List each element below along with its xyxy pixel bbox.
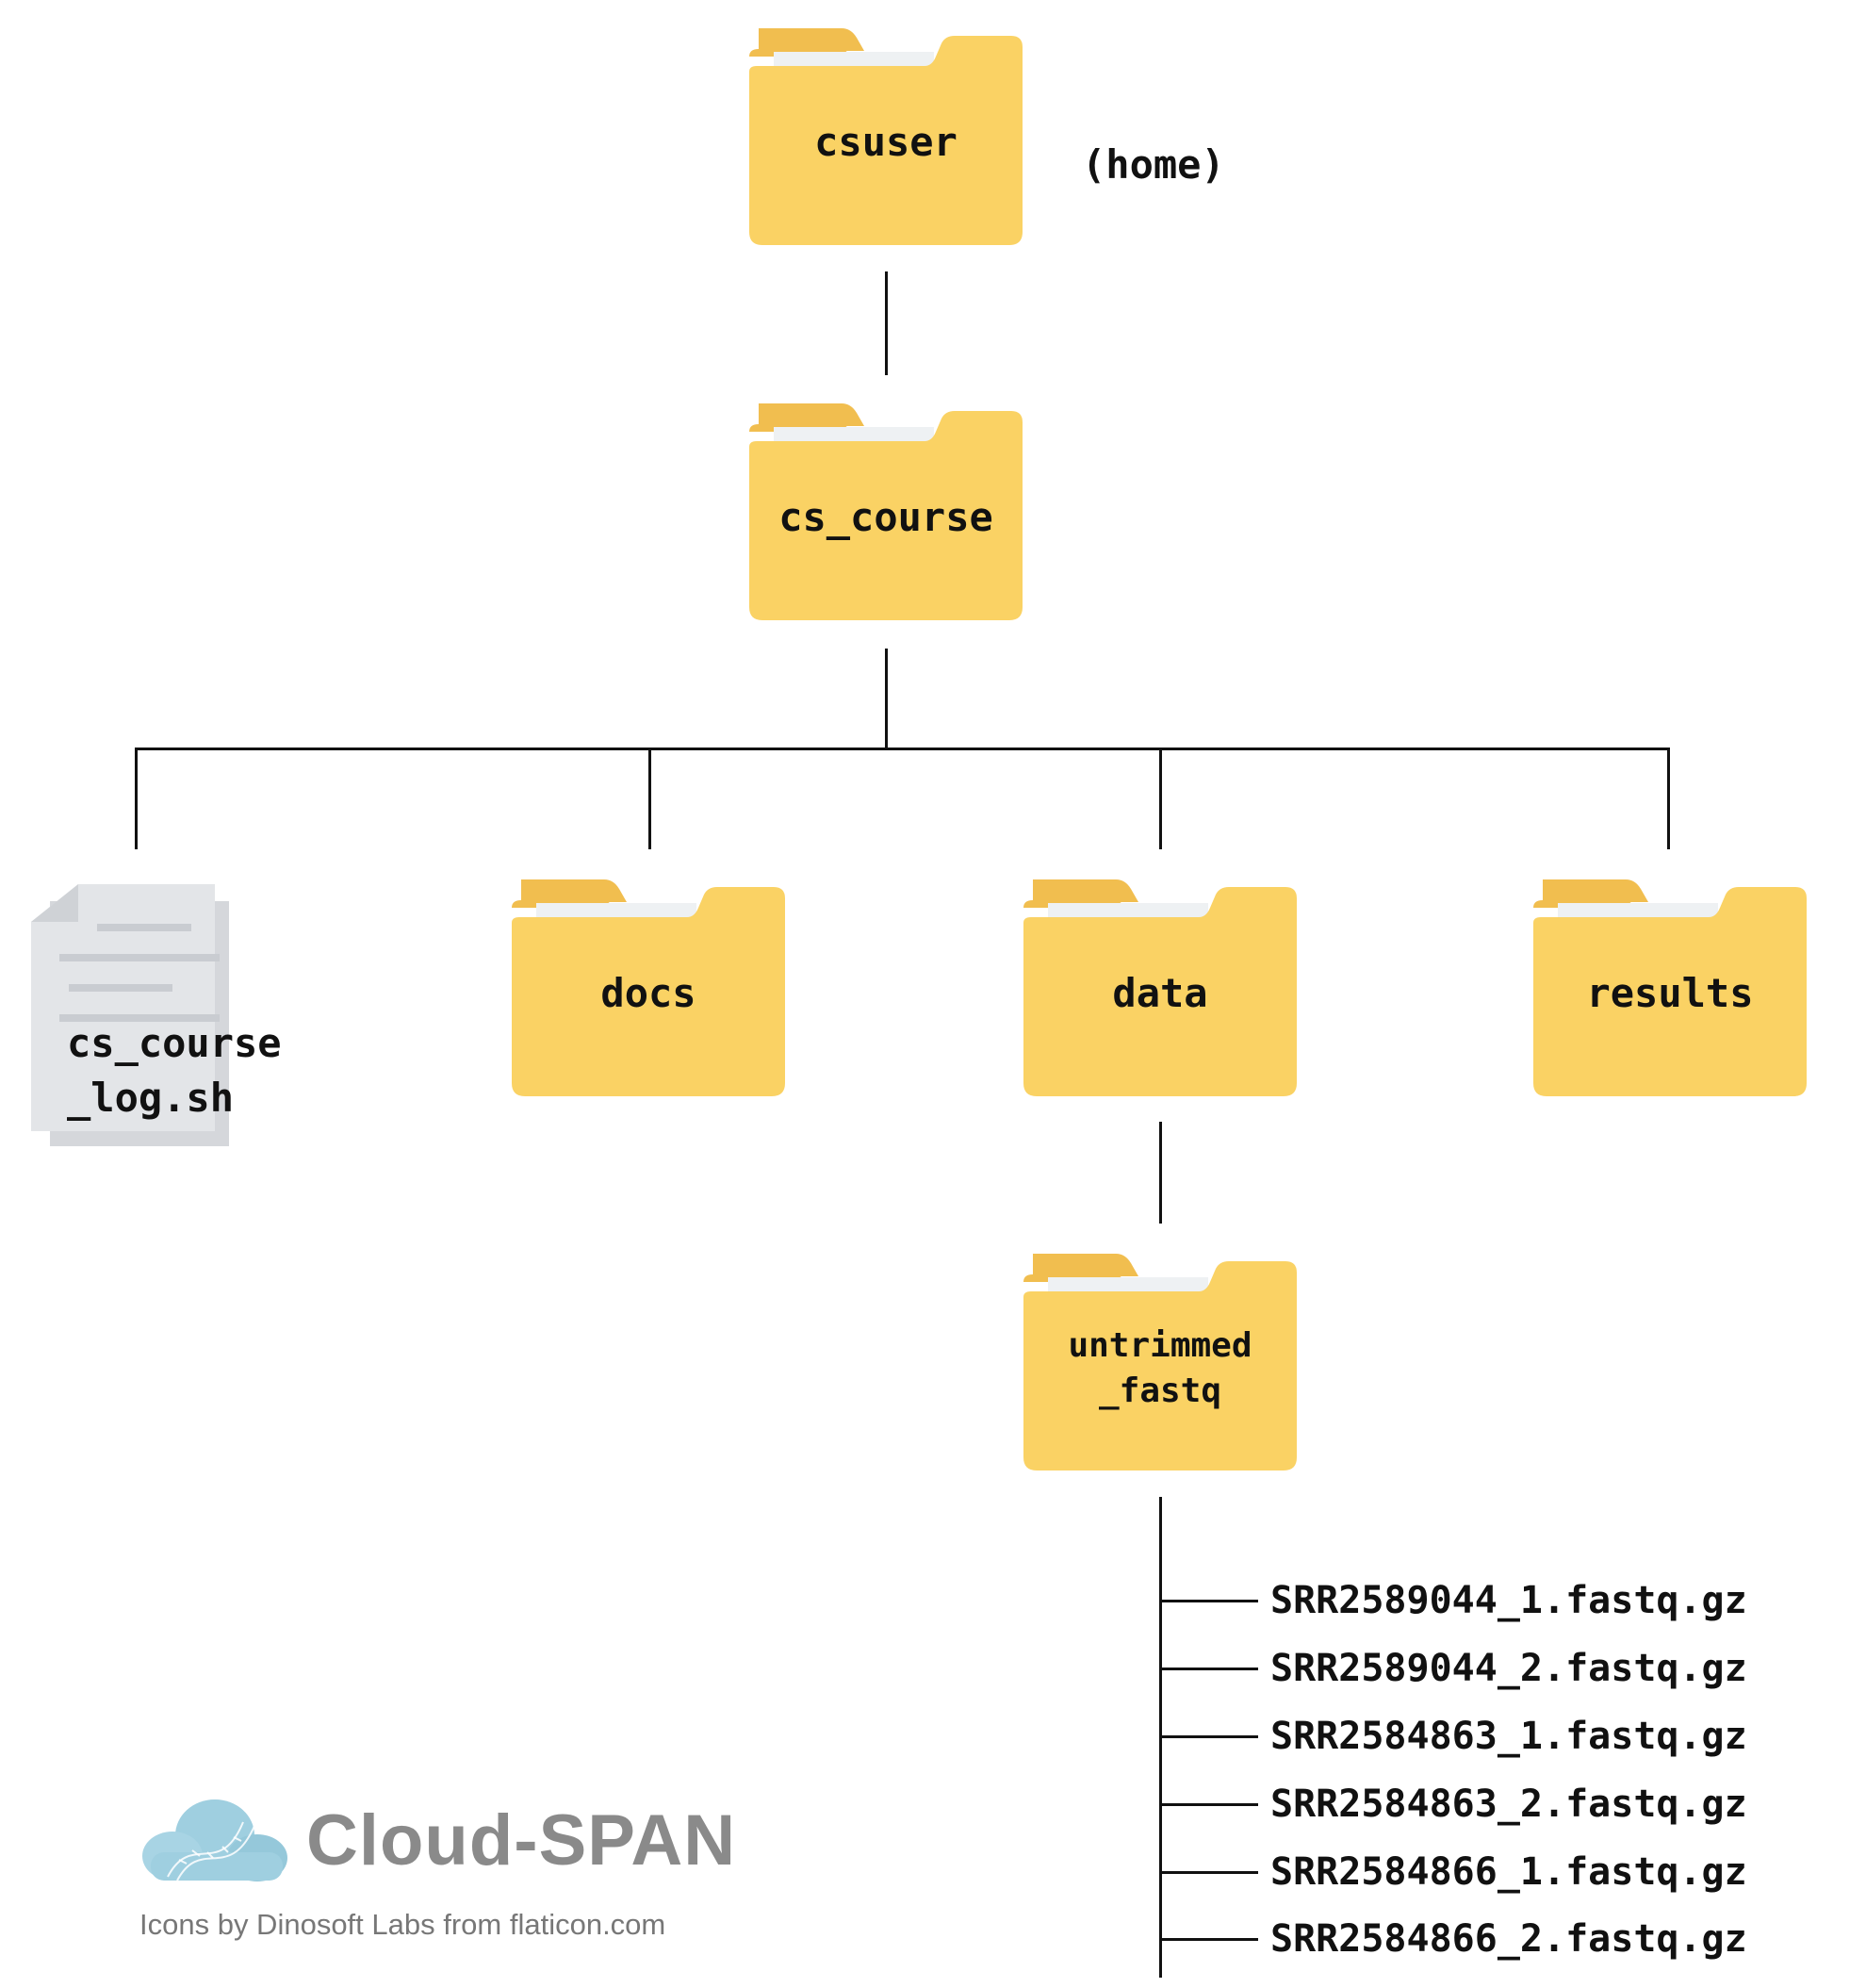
home-note: (home) [1082, 141, 1225, 188]
folder-label-cs-course: cs_course [778, 494, 993, 540]
folder-label-docs: docs [600, 970, 696, 1016]
connector-docs-branch [648, 748, 651, 849]
fastq-file-2[interactable]: SRR2589044_2.fastq.gz [1270, 1647, 1747, 1690]
document-icon [31, 884, 229, 1146]
folder-label-untrimmed-fastq: untrimmed _fastq [1023, 1323, 1297, 1414]
folder-data[interactable]: data [1023, 879, 1297, 1096]
file-cs-course-log[interactable]: cs_course _log.sh [31, 884, 282, 1148]
fastq-file-4[interactable]: SRR2584863_2.fastq.gz [1270, 1783, 1747, 1826]
connector-file-3 [1159, 1735, 1258, 1738]
connector-file-4 [1159, 1803, 1258, 1806]
connector-results-branch [1667, 748, 1670, 849]
connector-data-untrimmed [1159, 1122, 1162, 1224]
connector-data-branch [1159, 748, 1162, 849]
folder-label-csuser: csuser [814, 119, 958, 165]
connector-file-1 [1159, 1600, 1258, 1602]
logo-text: Cloud-SPAN [306, 1800, 737, 1881]
connector-log-branch [135, 748, 138, 849]
folder-label-data: data [1112, 970, 1208, 1016]
folder-untrimmed-fastq[interactable]: untrimmed _fastq [1023, 1254, 1297, 1470]
folder-label-results: results [1586, 970, 1754, 1016]
icon-credit: Icons by Dinosoft Labs from flaticon.com [139, 1908, 666, 1941]
connector-course-trunk [885, 649, 888, 750]
folder-csuser[interactable]: csuser [749, 28, 1023, 245]
fastq-file-6[interactable]: SRR2584866_2.fastq.gz [1270, 1917, 1747, 1961]
fastq-file-3[interactable]: SRR2584863_1.fastq.gz [1270, 1715, 1747, 1758]
connector-file-2 [1159, 1668, 1258, 1670]
file-label-line2: _log.sh [67, 1075, 235, 1121]
fastq-file-1[interactable]: SRR2589044_1.fastq.gz [1270, 1579, 1747, 1622]
cloud-logo-icon [142, 1799, 287, 1881]
file-label-cs-course-log: cs_course _log.sh [67, 1016, 282, 1125]
file-label-line1: cs_course [67, 1020, 282, 1066]
connector-file-5 [1159, 1871, 1258, 1874]
connector-file-6 [1159, 1938, 1258, 1941]
folder-docs[interactable]: docs [512, 879, 785, 1096]
connector-root-course [885, 271, 888, 375]
folder-label-line1: untrimmed [1068, 1326, 1252, 1365]
folder-results[interactable]: results [1533, 879, 1807, 1096]
folder-cs-course[interactable]: cs_course [749, 403, 1023, 620]
connector-horizontal-bar [135, 748, 1670, 750]
fastq-file-5[interactable]: SRR2584866_1.fastq.gz [1270, 1850, 1747, 1894]
folder-label-line2: _fastq [1098, 1372, 1222, 1410]
